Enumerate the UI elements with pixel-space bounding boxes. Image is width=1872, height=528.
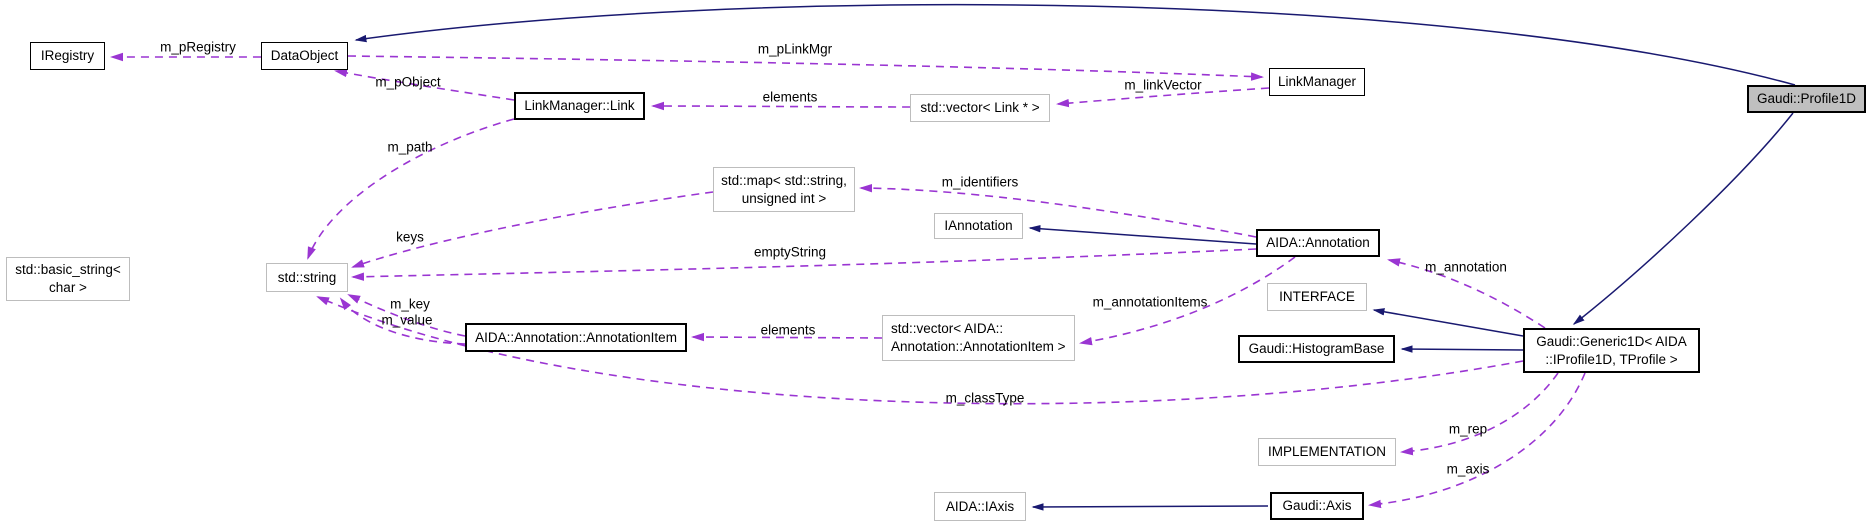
class-node-label: std::string: [277, 269, 337, 285]
class-node-iannotation[interactable]: IAnnotation: [934, 213, 1023, 239]
class-node-label: Gaudi::Generic1D< AIDA: [1536, 333, 1687, 349]
class-node-gaudi-profile1d[interactable]: Gaudi::Profile1D: [1747, 85, 1866, 113]
class-node-iregistry[interactable]: IRegistry: [30, 42, 105, 70]
class-node-label: AIDA::Annotation::AnnotationItem: [475, 329, 677, 345]
class-node-label: std::basic_string<: [15, 262, 121, 277]
edge-label-elements_top: elements: [762, 89, 818, 105]
edge-label-m_linkVector: m_linkVector: [1124, 77, 1202, 93]
edge-usage-elements-top: [651, 101, 911, 111]
class-node-label: Gaudi::Profile1D: [1756, 91, 1857, 106]
class-node-std-basic-string[interactable]: std::basic_string<char >: [6, 257, 130, 301]
class-node-dataobject[interactable]: DataObject: [261, 42, 348, 70]
edge-label-m_annotationItems: m_annotationItems: [1092, 294, 1208, 310]
class-node-label: std::vector< AIDA::: [891, 321, 1004, 336]
class-node-interface[interactable]: INTERFACE: [1267, 283, 1367, 311]
edge-label-m_axis: m_axis: [1446, 461, 1490, 477]
edge-label-m_pRegistry: m_pRegistry: [160, 39, 236, 55]
class-node-aida-iaxis[interactable]: AIDA::IAxis: [934, 492, 1026, 521]
class-node-linkmanager[interactable]: LinkManager: [1269, 68, 1365, 96]
class-node-label: AIDA::IAxis: [945, 498, 1015, 514]
class-node-linkmanager-link[interactable]: LinkManager::Link: [514, 92, 645, 120]
class-node-label: std::vector< Link * >: [920, 100, 1040, 115]
class-node-gaudi-histogrambase[interactable]: Gaudi::HistogramBase: [1238, 335, 1395, 363]
class-node-std-string[interactable]: std::string: [266, 263, 348, 292]
class-node-std-vector-annotation-item[interactable]: std::vector< AIDA::Annotation::Annotatio…: [882, 315, 1075, 361]
edge-label-m_key: m_key: [390, 296, 430, 312]
class-node-label: Annotation::AnnotationItem >: [891, 339, 1066, 354]
class-node-label: DataObject: [270, 48, 339, 63]
class-node-label: std::map< std::string,: [721, 172, 847, 188]
edge-label-m_pLinkMgr: m_pLinkMgr: [757, 41, 833, 57]
class-node-annotation-item[interactable]: AIDA::Annotation::AnnotationItem: [465, 323, 687, 352]
class-node-implementation[interactable]: IMPLEMENTATION: [1258, 438, 1396, 466]
class-node-aida-annotation[interactable]: AIDA::Annotation: [1256, 229, 1380, 257]
edge-inherit-axis-iaxis: [1031, 503, 1269, 511]
class-node-label: IRegistry: [40, 48, 95, 63]
edge-label-m_classType: m_classType: [945, 390, 1025, 406]
edge-label-keys: keys: [396, 229, 424, 245]
class-node-label: AIDA::Annotation: [1266, 235, 1370, 250]
edge-usage-m_pLinkMgr: [347, 55, 1264, 81]
class-node-label: ::IProfile1D, TProfile >: [1545, 351, 1678, 367]
class-node-label: LinkManager::Link: [524, 98, 635, 113]
edge-label-emptyString: emptyString: [753, 244, 827, 260]
class-node-label: LinkManager: [1277, 74, 1357, 89]
edge-inherit-generic1d-interface: [1372, 308, 1524, 337]
edge-label-m_annotation: m_annotation: [1425, 259, 1507, 275]
class-node-label: char >: [49, 280, 87, 295]
edge-label-m_identifiers: m_identifiers: [941, 174, 1019, 190]
class-node-gaudi-generic1d[interactable]: Gaudi::Generic1D< AIDA::IProfile1D, TPro…: [1523, 328, 1700, 373]
edge-label-m_pObject: m_pObject: [375, 74, 441, 90]
edge-inherit-profile1d-dataobject: [354, 3, 1796, 86]
class-node-gaudi-axis[interactable]: Gaudi::Axis: [1270, 492, 1364, 520]
class-node-label: INTERFACE: [1279, 289, 1355, 304]
edge-usage-m_axis: [1368, 372, 1586, 509]
edge-label-m_path: m_path: [387, 139, 433, 155]
edge-usage-m_rep: [1400, 372, 1559, 456]
class-node-label: IMPLEMENTATION: [1267, 444, 1386, 459]
edge-inherit-generic1d-histogrambase: [1400, 345, 1524, 353]
edge-label-m_rep: m_rep: [1448, 421, 1488, 437]
class-node-label: Gaudi::HistogramBase: [1248, 341, 1385, 356]
class-node-label: unsigned int >: [741, 190, 827, 206]
class-node-std-map[interactable]: std::map< std::string,unsigned int >: [713, 167, 855, 212]
edge-label-m_value: m_value: [381, 312, 433, 328]
class-node-label: Gaudi::Axis: [1282, 498, 1352, 513]
edge-label-elements_mid: elements: [760, 322, 816, 338]
edge-inherit-profile1d-generic1d: [1572, 112, 1794, 325]
class-node-label: IAnnotation: [944, 218, 1013, 233]
edge-inherit-annotation-iannotation: [1028, 225, 1257, 245]
edge-usage-m_identifiers: [859, 183, 1257, 238]
class-node-std-vector-link[interactable]: std::vector< Link * >: [910, 94, 1050, 122]
